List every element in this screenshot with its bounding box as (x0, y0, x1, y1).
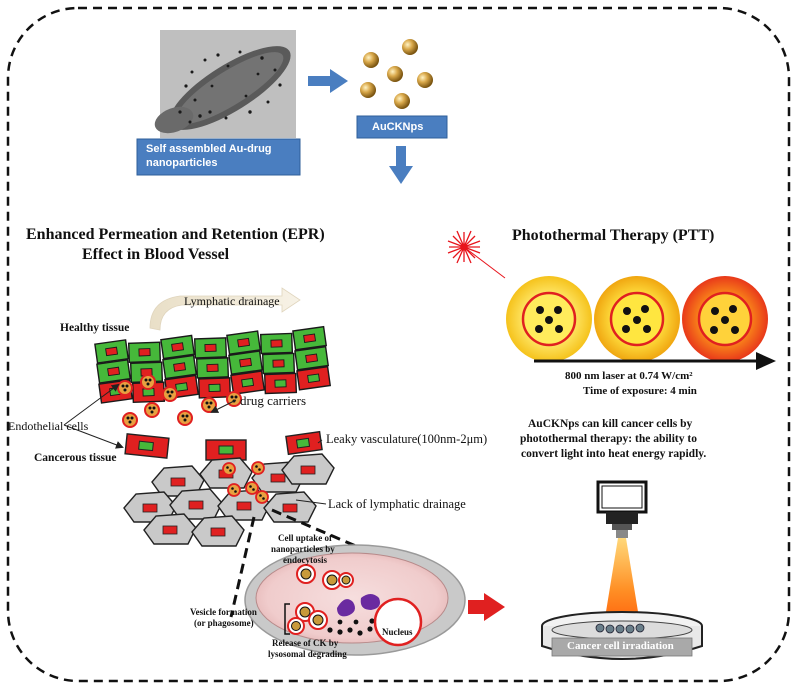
cancerous-tissue-label: Cancerous tissue (34, 452, 117, 464)
ptt-cell-stage-2 (594, 276, 680, 362)
drug-carrier-particle (140, 374, 156, 390)
vesicle-formation-line2: (or phagosome) (194, 618, 254, 628)
epr-title-line1: Enhanced Permeation and Retention (EPR) (26, 226, 325, 243)
tissue-cell (131, 381, 166, 404)
tissue-cell (195, 357, 230, 379)
drug-carriers-pointer (210, 399, 237, 413)
endothelial-pointer-arrows (63, 383, 124, 449)
epr-title-line2: Effect in Blood Vessel (82, 246, 230, 263)
cancerous-tissue-cells (123, 453, 335, 547)
drug-carriers-group (117, 374, 242, 428)
heating-progress-arrow (534, 352, 776, 370)
cell-uptake-label-line2: nanoparticles by (271, 544, 335, 554)
drug-carriers-label: drug carriers (240, 393, 307, 408)
lack-lymphatic-label: Lack of lymphatic drainage (328, 497, 466, 511)
drug-carrier-particle (162, 386, 178, 402)
tumor-drug-carrier (222, 462, 236, 476)
endothelial-cells-label: Endothelial cells (8, 419, 89, 433)
ptt-title: Photothermal Therapy (PTT) (512, 227, 715, 244)
auck-label-box (356, 115, 448, 139)
self-assembled-label-box (136, 138, 301, 176)
ptt-description-line1: AuCKNps can kill cancer cells by (528, 418, 693, 430)
cancerous-endothelium-layer (124, 430, 323, 461)
laser-starburst-icon (447, 230, 506, 279)
tissue-cell (292, 325, 328, 351)
outer-dashed-frame (6, 6, 791, 683)
healthy-tissue-label: Healthy tissue (60, 322, 130, 334)
laser-device-icon (596, 480, 648, 538)
blue-down-arrow (389, 146, 413, 184)
laser-beam (604, 538, 640, 624)
tumor-drug-carrier (255, 490, 269, 504)
self-assembled-label: Self assembled Au-drug nanoparticles (146, 143, 272, 169)
vesicle-formation-line1: Vesicle formation (190, 607, 257, 617)
tissue-cell (259, 332, 294, 355)
nucleus-label: Nucleus (382, 627, 413, 637)
tissue-cell (226, 330, 262, 355)
ptt-cell-stage-1 (506, 276, 592, 362)
cancer-cell (263, 491, 317, 523)
tissue-cell (228, 350, 264, 375)
cancer-cell (281, 453, 335, 485)
ptt-description-line2: photothermal therapy: the ability to (520, 433, 697, 445)
drug-carrier-particle (201, 397, 217, 413)
tissue-cell (263, 372, 298, 395)
lack-lymphatic-pointer (295, 499, 327, 505)
gold-nanoparticles-cluster (360, 39, 433, 109)
tissue-cell (230, 370, 266, 395)
drug-carrier-particle (144, 402, 160, 418)
lymphatic-drainage-arrow (149, 287, 301, 331)
zoomed-cell (244, 544, 466, 656)
drug-carrier-particle (117, 380, 133, 396)
drug-carrier-particle (122, 412, 138, 428)
tissue-cell (261, 352, 296, 375)
tumor-drug-carrier (251, 461, 265, 475)
ptt-cell-stage-3 (682, 276, 768, 362)
healthy-tissue-layer (94, 325, 332, 404)
laser-spec-line2: Time of exposure: 4 min (583, 385, 697, 397)
blue-right-arrow (308, 69, 348, 93)
drug-carrier-particle (177, 410, 193, 426)
petri-dish-icon (541, 611, 703, 660)
tumor-drug-carrier (245, 481, 259, 495)
tissue-cell (127, 341, 162, 364)
tissue-cell (96, 359, 132, 384)
tem-micrograph-image (154, 30, 296, 138)
tissue-cell (193, 337, 228, 359)
cancer-cell (169, 488, 223, 520)
cell-uptake-label-line3: endocytosis (283, 555, 328, 565)
leaky-vasculature-label: Leaky vasculature(100nm-2μm) (326, 432, 488, 446)
tissue-cell (160, 334, 196, 360)
tissue-cell (294, 345, 330, 371)
tissue-cell (94, 339, 130, 364)
cell-uptake-label-line1: Cell uptake of (278, 533, 332, 543)
tissue-cell (162, 354, 198, 380)
auck-label: AuCKNps (372, 121, 424, 133)
red-right-arrow (468, 593, 505, 621)
ptt-description-line3: convert light into heat energy rapidly. (521, 448, 707, 460)
laser-spec-line1: 800 nm laser at 0.74 W/cm² (565, 370, 693, 382)
tumor-drug-carrier (227, 483, 241, 497)
zoom-dashed-lines (229, 508, 373, 618)
tissue-cell (296, 365, 332, 391)
cancer-cell-irradiation-label: Cancer cell irradiation (567, 640, 674, 652)
release-ck-line2: lysosomal degrading (268, 649, 347, 659)
lymphatic-drainage-label: Lymphatic drainage (184, 294, 280, 308)
tissue-cell (197, 377, 232, 399)
release-ck-line1: Release of CK by (272, 638, 339, 648)
leaky-vasculature-pointer (317, 439, 323, 444)
cancer-cell (191, 515, 245, 547)
